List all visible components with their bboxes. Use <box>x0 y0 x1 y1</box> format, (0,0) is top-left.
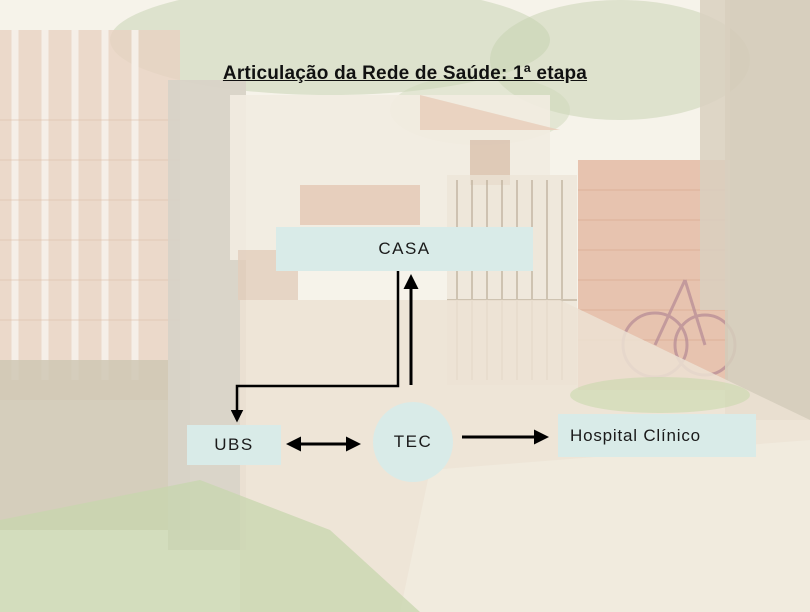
node-tec: TEC <box>373 402 453 482</box>
node-casa: CASA <box>276 227 533 271</box>
node-hospital: Hospital Clínico <box>558 414 756 457</box>
slide-title: Articulação da Rede de Saúde: 1ª etapa <box>222 63 588 84</box>
node-ubs: UBS <box>187 425 281 465</box>
